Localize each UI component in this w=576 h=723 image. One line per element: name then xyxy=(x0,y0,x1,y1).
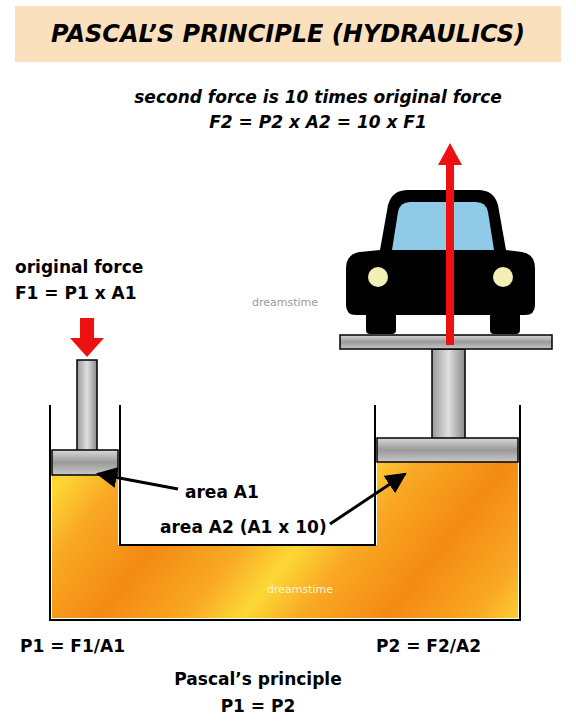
large-piston-rod xyxy=(432,349,465,439)
formula: F1 = P1 x A1 xyxy=(15,284,137,303)
hydraulic-fluid xyxy=(52,462,518,618)
watermark: dreamstime xyxy=(267,584,333,596)
small-piston-rod xyxy=(77,360,97,452)
area-label: area A2 (A1 x 10) xyxy=(160,518,327,537)
formula: P2 = F2/A2 xyxy=(376,637,481,656)
formula: P1 = P2 xyxy=(221,697,296,716)
car xyxy=(346,190,535,334)
leader-arrow xyxy=(98,474,178,489)
leader-arrow xyxy=(330,474,405,524)
output-force-arrow xyxy=(438,143,462,345)
container-wall xyxy=(50,405,520,620)
force-label: original force xyxy=(15,258,143,277)
formula: F2 = P2 x A2 = 10 x F1 xyxy=(209,113,427,132)
watermark: dreamstime xyxy=(252,297,318,309)
input-force-arrow xyxy=(70,318,104,357)
principle-label: Pascal’s principle xyxy=(174,670,341,689)
small-piston xyxy=(52,450,118,475)
title: PASCAL’S PRINCIPLE (HYDRAULICS) xyxy=(51,21,525,47)
large-piston xyxy=(377,438,518,462)
heading-note: second force is 10 times original force xyxy=(134,88,502,107)
area-label: area A1 xyxy=(185,483,259,502)
formula: P1 = F1/A1 xyxy=(20,637,125,656)
